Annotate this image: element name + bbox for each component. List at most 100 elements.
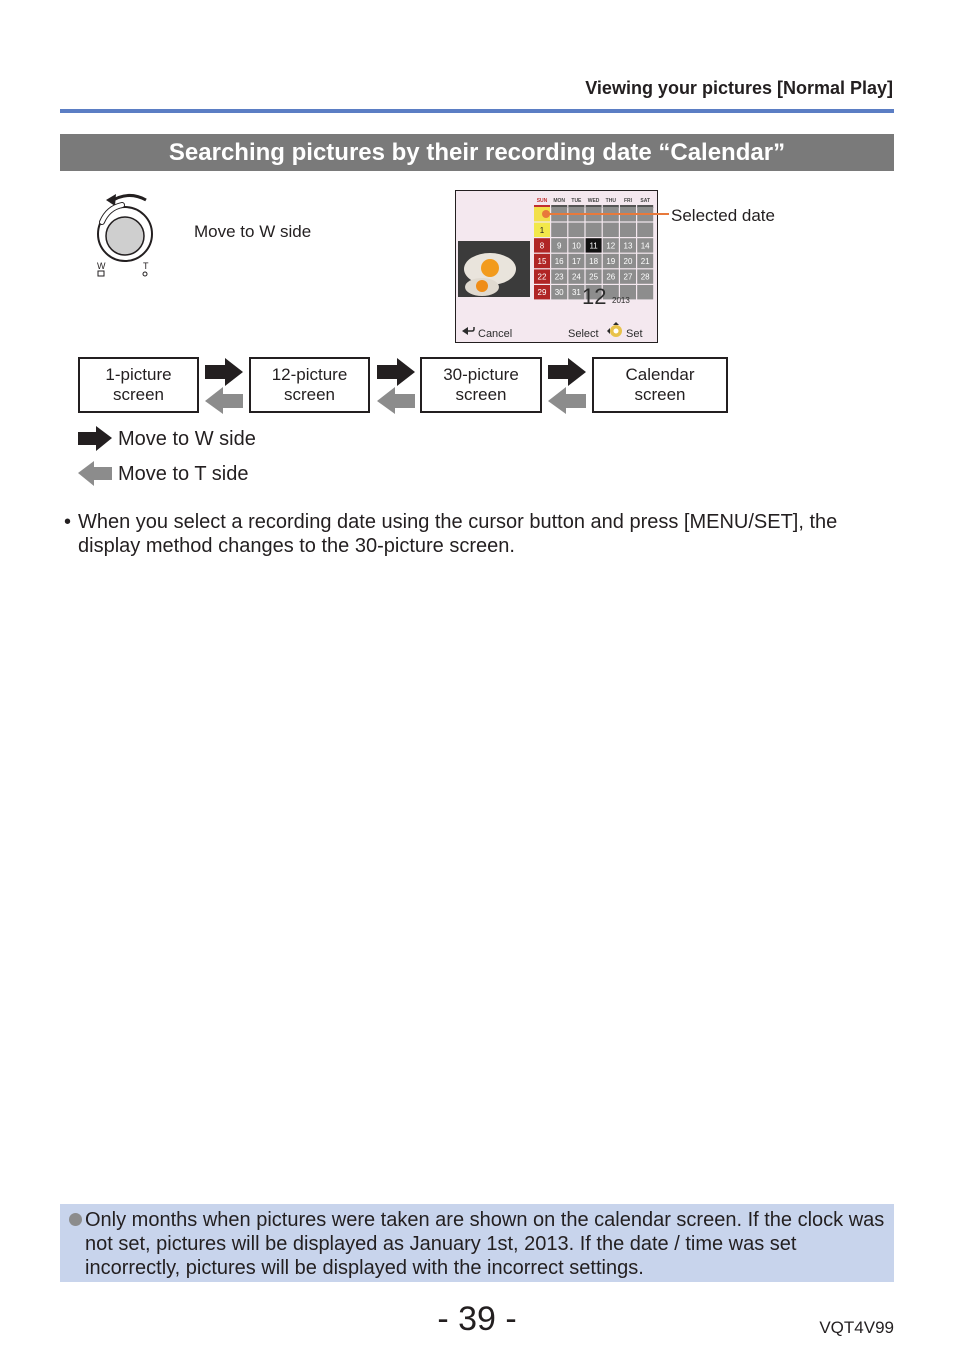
calendar-day-cell [637, 253, 654, 269]
cursor-button-icon [607, 322, 622, 337]
calendar-day-number: 1 [540, 226, 545, 235]
calendar-day-cell [585, 253, 602, 269]
flow-arrows-1 [205, 358, 243, 414]
calendar-day-number: 27 [624, 273, 633, 282]
cancel-label: Cancel [478, 328, 512, 340]
arrow-right-icon [205, 358, 243, 386]
document-code: VQT4V99 [819, 1318, 894, 1337]
calendar-weekday: SAT [640, 198, 650, 204]
calendar-day-number: 30 [555, 288, 564, 297]
calendar-day-number: 25 [589, 273, 598, 282]
legend-t-side: Move to T side [118, 463, 249, 485]
flow-box-line2: screen [455, 385, 507, 404]
calendar-day-cell [534, 285, 550, 300]
calendar-day-cell [551, 222, 568, 237]
flow-box-line2: screen [634, 385, 686, 404]
flow-box-line2: screen [112, 385, 164, 404]
return-icon [462, 327, 468, 335]
calendar-day-cell [551, 285, 568, 300]
calendar-day-number: 12 [606, 241, 615, 250]
calendar-day-cell [585, 285, 602, 300]
calendar-month: 12 [582, 284, 606, 309]
calendar-day-cell [602, 253, 619, 269]
calendar-day-cell [585, 222, 602, 237]
calendar-day-number: 14 [641, 241, 650, 250]
calendar-day-cell [602, 285, 619, 300]
calendar-weekday: WED [588, 198, 600, 204]
calendar-day-cell [568, 285, 585, 300]
calendar-weekday-bar [602, 205, 619, 208]
calendar-day-number: 13 [624, 241, 633, 250]
lever-instruction: Move to W side [194, 222, 312, 241]
calendar-day-cell [534, 222, 550, 237]
selected-date-label: Selected date [671, 206, 775, 225]
calendar-day-cell [585, 269, 602, 284]
calendar-weekday-bar [637, 205, 654, 208]
legend-w-side: Move to W side [118, 428, 256, 450]
photo-thumbnail [458, 241, 530, 297]
calendar-day-number: 11 [589, 241, 598, 250]
flow-box-line1: Calendar [625, 365, 695, 384]
calendar-day-number: 26 [606, 273, 615, 282]
section-title-bar: Searching pictures by their recording da… [60, 134, 894, 171]
calendar-day-cell [637, 269, 654, 284]
calendar-day-number: 29 [538, 288, 547, 297]
calendar-day-number: 20 [624, 257, 633, 266]
calendar-day-cell [637, 238, 654, 253]
calendar-weekday: FRI [624, 198, 633, 204]
calendar-day-cell [620, 269, 636, 284]
lever-t-mark: T [143, 261, 149, 271]
calendar-day-cell [637, 222, 654, 237]
calendar-weekday: TUE [571, 198, 582, 204]
calendar-day-cell [620, 253, 636, 269]
calendar-weekday-bar [568, 205, 585, 208]
calendar-weekday-bar [551, 205, 568, 208]
flow-arrows-2 [377, 358, 415, 414]
calendar-day-cell [568, 222, 585, 237]
calendar-day-cell [602, 269, 619, 284]
legend-w-arrow-icon [78, 426, 112, 451]
body-note: • When you select a recording date using… [64, 510, 884, 558]
calendar-weekday-bar [620, 205, 636, 208]
calendar-day-cell [602, 238, 619, 253]
calendar-day-cell [551, 253, 568, 269]
flow-box-line2: screen [283, 385, 335, 404]
calendar-year: 2013 [612, 296, 630, 305]
calendar-weekday-bar [534, 205, 550, 208]
calendar-day-cell [534, 238, 550, 253]
arrow-left-icon [548, 387, 586, 414]
calendar-day-cell [534, 269, 550, 284]
calendar-day-cell [620, 238, 636, 253]
flow-box-line1: 12-picture [271, 365, 348, 384]
calendar-day-cell [568, 269, 585, 284]
calendar-day-number: 15 [538, 257, 547, 266]
header-rule [60, 109, 894, 113]
calendar-weekday: THU [606, 198, 617, 204]
calendar-day-number: 18 [589, 257, 598, 266]
arrow-left-icon [377, 387, 415, 414]
calendar-day-number: 21 [641, 257, 650, 266]
calendar-day-cell [620, 285, 636, 300]
calendar-day-cell [551, 238, 568, 253]
select-label: Select [568, 328, 599, 340]
calendar-day-number: 28 [641, 273, 650, 282]
calendar-day-number: 8 [540, 241, 545, 250]
footnote-bullet-icon [69, 1213, 82, 1226]
calendar-day-number: 10 [572, 241, 581, 250]
calendar-day-cell [637, 285, 654, 300]
calendar-day-cell [568, 253, 585, 269]
calendar-day-cell [602, 222, 619, 237]
calendar-weekday-bar [585, 205, 602, 208]
calendar-day-number: 22 [538, 273, 547, 282]
calendar-day-number: 16 [555, 257, 564, 266]
calendar-day-number: 17 [572, 257, 581, 266]
flow-box-line1: 30-picture [443, 365, 519, 384]
calendar-day-cell [551, 269, 568, 284]
calendar-day-cell [568, 238, 585, 253]
calendar-day-number: 19 [606, 257, 615, 266]
